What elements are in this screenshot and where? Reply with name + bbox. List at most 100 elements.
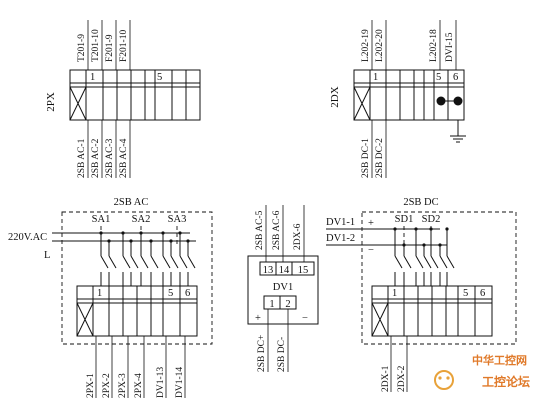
watermark-site: 中华工控网 [472,353,527,367]
box-dc-terminal-1: 1 [392,288,397,299]
box-dc-terminal-6: 6 [480,288,485,299]
junction-dot-icon [186,239,190,243]
dv1-terminal-1: 1 [269,299,274,310]
switch-blade [187,255,196,269]
dv1-terminal-14: 14 [279,265,290,276]
switch-blade [415,255,424,269]
dv1-top-wire: 2DX-6 [293,223,303,250]
box-ac-terminal-5: 5 [168,288,173,299]
dv1-bottom-wire: 2SB DC- [277,337,287,372]
switch-blade [394,255,403,269]
watermark-brand: 工控论坛 [482,374,530,389]
ground-icon [450,135,466,143]
strip-2px-terminal-1: 1 [90,72,95,83]
switch-label-sa2: SA2 [132,214,151,225]
strip-2dx-bottom-wire: 2SB DC-2 [375,138,385,178]
box-dc-bottom-wire: 2DX-1 [381,365,391,392]
strip-2dx-top-wire: L202-20 [375,29,385,62]
strip-2dx-terminal-5: 5 [436,72,441,83]
dv1-plus-sign: + [255,313,261,324]
switch-blade [403,255,412,269]
power-module-dv1: 2SB AC-5 2SB AC-6 2DX-6 13 14 15 DV1 1 2… [247,205,319,372]
terminal-strip-2px: 2PX 1 5 T201-9 T201-10 F201-9 F201-10 2S… [45,20,201,178]
strip-2px-terminal-5: 5 [157,72,162,83]
junction-dot-icon [169,239,173,243]
dv1-top-wire: 2SB AC-6 [272,210,282,250]
junction-dot-icon [121,231,125,235]
switch-blade [179,255,188,269]
box-ac-terminal-1: 1 [97,288,102,299]
junction-dot-icon [393,227,397,231]
strip-2px-label: 2PX [45,92,57,112]
wechat-logo-icon [434,370,454,390]
junction-dot-icon [149,239,153,243]
switch-blade [130,255,139,269]
switch-label-sd1: SD1 [395,214,414,225]
dv1-terminal-13: 13 [263,265,274,276]
switch-blade [170,255,179,269]
input-wire-dv1-1: DV1-1 [326,217,355,228]
strip-2px-bottom-wire: 2SB AC-1 [77,138,87,178]
switch-blade [423,255,432,269]
switch-blade [430,255,439,269]
box-ac-bottom-wire: 2PX-3 [118,373,128,398]
strip-2dx-top-wire: DVI-15 [445,32,455,62]
switch-blade [446,255,455,269]
terminal-strip-2dx: 2DX 1 5 6 L202-19 L202-20 L202-18 DVI-15 [329,20,466,178]
strip-2px-bottom-wire: 2SB AC-4 [119,138,129,178]
strip-2px-top-wire: F201-9 [105,34,115,62]
switch-label-sa1: SA1 [92,214,111,225]
junction-dot-icon [178,231,182,235]
strip-2px-top-wire: T201-9 [77,34,87,62]
dv1-name: DV1 [273,282,293,293]
switch-blade [439,255,448,269]
strip-2px-top-wire: T201-10 [91,29,101,62]
strip-2dx-terminal-1: 1 [373,72,378,83]
junction-dot-icon [414,227,418,231]
junction-dot-icon [99,231,103,235]
box-ac-terminal-6: 6 [185,288,190,299]
watermark: 中华工控网 工控论坛 [434,353,530,390]
input-wire-dv1-2: DV1-2 [326,233,355,244]
junction-dot-icon [445,227,449,231]
switch-blade [140,255,149,269]
box-ac-bottom-wire: DV1-14 [175,367,185,398]
switch-box-2sb-dc: 2SB DC SD1 SD2 DV1-1 DV1-2 + − 1 5 6 2DX… [326,197,517,392]
junction-dot-icon [129,239,133,243]
dv1-terminal-2: 2 [285,299,290,310]
junction-dot-icon [161,231,165,235]
junction-dot-icon [402,243,406,247]
dv1-bottom-wire: 2SB DC+ [257,335,267,372]
switch-blade [108,255,117,269]
box-ac-bottom-wire: 2PX-2 [102,373,112,398]
strip-2dx-top-wire: L202-19 [361,29,371,62]
strip-2dx-label: 2DX [329,86,341,107]
box-ac-bottom-wire: 2PX-1 [86,373,96,398]
strip-2px-bottom-wire: 2SB AC-2 [91,138,101,178]
switch-blade [150,255,159,269]
box-ac-bottom-wire: 2PX-4 [134,373,144,398]
junction-dot-icon [422,243,426,247]
box-dc-terminal-5: 5 [463,288,468,299]
box-ac-title: 2SB AC [114,197,149,208]
switch-contacts-dc [393,227,455,286]
strip-2px-top-wire: F201-10 [119,30,129,62]
box-dc-title: 2SB DC [403,197,438,208]
box-dc-plus-sign: + [368,218,374,229]
switch-blade [162,255,171,269]
strip-2px-bottom-wire: 2SB AC-3 [105,138,115,178]
box-dc-bottom-wire: 2DX-2 [397,365,407,392]
switch-contacts-ac [99,231,196,286]
input-wire-220v-ac: 220V.AC [8,232,47,243]
switch-label-sa3: SA3 [168,214,187,225]
dv1-minus-sign: − [302,313,308,324]
switch-label-sd2: SD2 [422,214,441,225]
strip-2dx-bottom-wire: 2SB DC-1 [361,138,371,178]
box-dc-minus-sign: − [368,245,374,256]
strip-2dx-top-wire: L202-18 [429,29,439,62]
input-wire-l: L [44,250,50,261]
switch-box-2sb-ac: 2SB AC SA1 SA2 SA3 220V.AC L 1 5 6 2PX-1… [8,197,213,398]
box-ac-bottom-wire: DV1-13 [156,367,166,398]
